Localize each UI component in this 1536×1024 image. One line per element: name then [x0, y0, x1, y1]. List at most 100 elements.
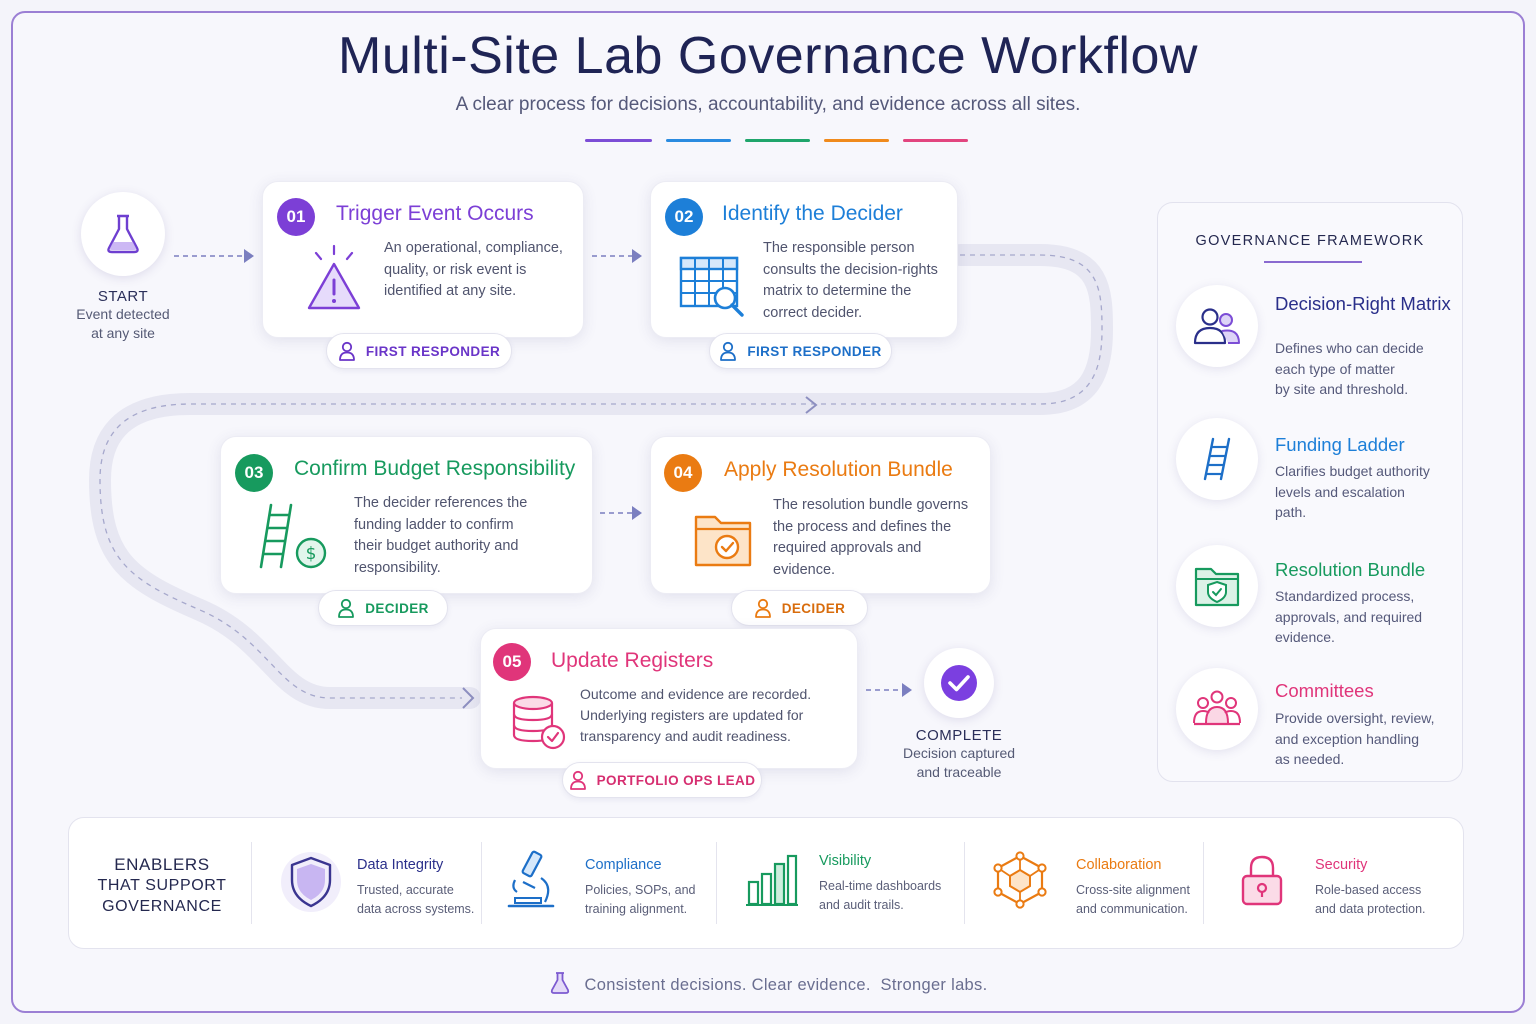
step-number-badge: 05 — [493, 643, 531, 681]
desc-line: transparency and audit readiness. — [580, 728, 791, 744]
enabler-desc: Cross-site alignment and communication. — [1076, 881, 1190, 919]
enabler-name: Compliance — [585, 857, 662, 873]
accent-bar-green — [745, 139, 810, 142]
step-number-badge: 02 — [665, 198, 703, 236]
desc-line: data across systems. — [357, 902, 475, 916]
enabler-desc: Trusted, accurate data across systems. — [357, 881, 474, 919]
desc-line: and data protection. — [1315, 902, 1426, 916]
desc-line: Policies, SOPs, and — [585, 883, 696, 897]
step-card-01[interactable]: 01 Trigger Event Occurs An operational, … — [262, 181, 584, 338]
step-card-04[interactable]: 04 Apply Resolution Bundle The resolutio… — [650, 436, 991, 594]
step-title: Identify the Decider — [722, 202, 903, 225]
road-arrow-mid — [805, 396, 818, 414]
enabler-desc: Role-based access and data protection. — [1315, 881, 1426, 919]
enabler-name: Data Integrity — [357, 857, 444, 873]
desc-line: each type of matter — [1275, 360, 1395, 377]
database-check-icon — [511, 695, 567, 756]
accent-bar-purple — [585, 139, 652, 142]
step-description: The decider references the funding ladde… — [354, 493, 527, 579]
governance-framework-panel: GOVERNANCE FRAMEWORK Decision-Right Matr… — [1157, 202, 1463, 782]
desc-line: funding ladder to confirm — [354, 516, 514, 533]
folder-shield-icon — [1176, 545, 1258, 627]
road-arrow-end — [462, 687, 475, 709]
desc-line: and audit trails. — [819, 898, 904, 912]
bar-chart-icon — [745, 852, 799, 913]
person-icon — [338, 598, 355, 618]
svg-text:$: $ — [306, 544, 317, 564]
desc-line: approvals, and required — [1275, 608, 1423, 625]
desc-line: training alignment. — [585, 902, 688, 916]
framework-item-desc: Clarifies budget authority levels and es… — [1275, 461, 1455, 523]
flask-icon — [549, 971, 571, 1000]
step-card-02[interactable]: 02 Identify the Decider The responsible … — [650, 181, 958, 338]
step-description: Outcome and evidence are recorded. Under… — [580, 684, 811, 747]
step-title: Apply Resolution Bundle — [724, 458, 953, 481]
desc-line: Underlying registers are updated for — [580, 707, 804, 723]
desc-line: the process and defines the — [773, 518, 952, 535]
role-badge-04: DECIDER — [731, 590, 868, 626]
enabler-desc: Policies, SOPs, and training alignment. — [585, 881, 695, 919]
desc-line: correct decider. — [763, 304, 863, 321]
divider — [481, 842, 482, 924]
desc-line: evidence. — [1275, 629, 1335, 645]
divider — [251, 842, 252, 924]
desc-line: and exception handling — [1275, 730, 1420, 747]
step-title: Update Registers — [551, 649, 714, 672]
accent-bar-pink — [903, 139, 968, 142]
check-circle-icon — [924, 648, 994, 718]
desc-line: path. — [1275, 504, 1307, 520]
framework-item-name: Resolution Bundle — [1275, 559, 1426, 580]
desc-line: evidence. — [773, 561, 836, 578]
step-number-badge: 01 — [277, 198, 315, 236]
role-label: DECIDER — [365, 600, 429, 616]
desc-line: Role-based access — [1315, 883, 1422, 897]
road-dash — [99, 254, 1103, 699]
desc-line: responsibility. — [354, 559, 441, 576]
desc-line: Real-time dashboards — [819, 879, 942, 893]
step-title: Trigger Event Occurs — [336, 202, 534, 225]
matrix-search-icon — [679, 254, 747, 323]
heading-line: THAT SUPPORT — [97, 877, 227, 894]
framework-item-name: Funding Ladder — [1275, 434, 1405, 455]
desc-line: Cross-site alignment — [1076, 883, 1190, 897]
desc-line: by site and threshold. — [1275, 381, 1409, 397]
desc-line: The responsible person — [763, 240, 915, 256]
role-label: PORTFOLIO OPS LEAD — [596, 772, 756, 788]
divider — [964, 842, 965, 924]
people-icon — [1176, 285, 1258, 367]
divider — [1203, 842, 1204, 924]
role-badge-01: FIRST RESPONDER — [326, 333, 512, 369]
flask-icon — [81, 192, 165, 276]
enabler-name: Collaboration — [1076, 857, 1162, 873]
heading-line: ENABLERS — [114, 855, 210, 874]
heading-line: GOVERNANCE — [102, 898, 222, 915]
desc-line: The decider references the — [354, 495, 528, 511]
desc-line: Defines who can decide — [1275, 340, 1424, 356]
start-sub-2: at any site — [91, 325, 155, 341]
desc-line: consults the decision-rights — [763, 261, 938, 278]
desc-line: Outcome and evidence are recorded. — [580, 686, 812, 702]
tagline: Consistent decisions. Clear evidence. St… — [0, 971, 1536, 1000]
person-icon — [338, 341, 355, 361]
complete-node: COMPLETE Decision captured and traceable — [895, 648, 1023, 782]
desc-line: An operational, compliance, — [384, 240, 563, 256]
warning-icon — [303, 244, 365, 319]
page-subtitle: A clear process for decisions, accountab… — [455, 94, 1081, 115]
step-card-03[interactable]: 03 Confirm Budget Responsibility $ The d… — [220, 436, 593, 594]
desc-line: as needed. — [1275, 751, 1345, 767]
shield-icon — [279, 850, 343, 919]
network-cube-icon — [991, 850, 1049, 915]
desc-line: The resolution bundle governs — [773, 497, 969, 513]
desc-line: quality, or risk event is — [384, 261, 527, 278]
enabler-name: Visibility — [819, 853, 872, 869]
enabler-desc: Real-time dashboards and audit trails. — [819, 877, 941, 915]
step-number-badge: 03 — [235, 454, 273, 492]
ladder-dollar-icon: $ — [257, 501, 331, 578]
complete-label: COMPLETE — [915, 727, 1003, 744]
person-icon — [720, 341, 737, 361]
step-card-05[interactable]: 05 Update Registers Outcome and evidence… — [480, 628, 858, 769]
microscope-icon — [501, 848, 561, 919]
role-badge-02: FIRST RESPONDER — [709, 333, 892, 369]
complete-sub-1: Decision captured — [902, 745, 1016, 761]
page-title: Multi-Site Lab Governance Workflow — [338, 27, 1198, 85]
